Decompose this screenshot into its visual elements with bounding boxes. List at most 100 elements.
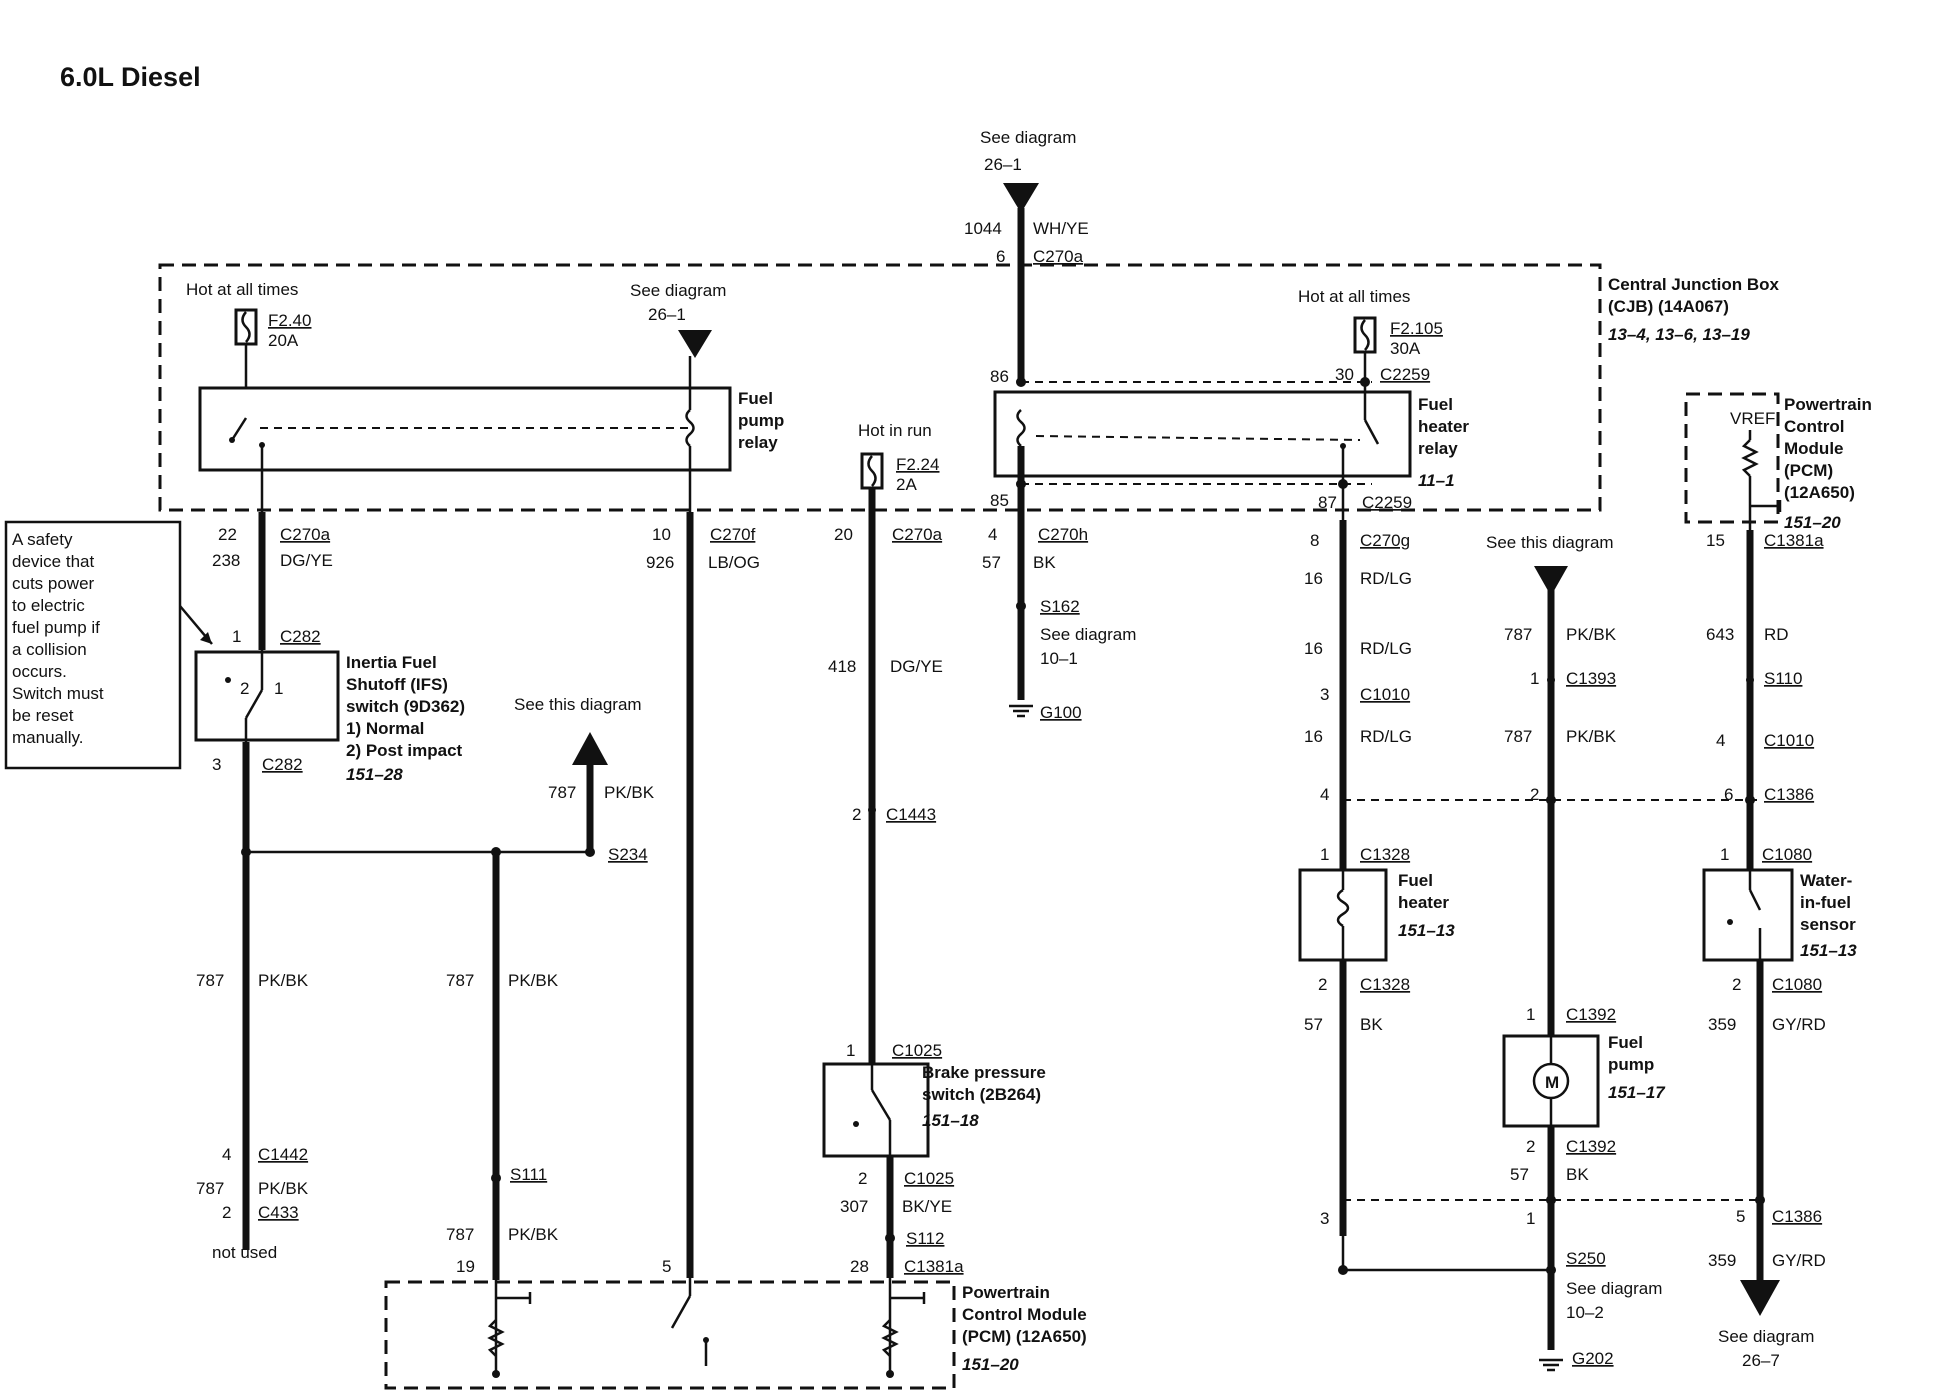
wire1-labels: 22 C270a 238 DG/YE [212,525,333,570]
wire4-labels: 4 C270h 57 BK S162 See diagram 10–1 G100 [982,525,1136,722]
svg-text:RD/LG: RD/LG [1360,727,1412,746]
svg-text:10–1: 10–1 [1040,649,1078,668]
svg-text:C1392: C1392 [1566,1005,1616,1024]
svg-text:See diagram: See diagram [980,128,1076,147]
svg-text:Fuel: Fuel [1398,871,1433,890]
svg-text:S250: S250 [1566,1249,1606,1268]
svg-text:See diagram: See diagram [1040,625,1136,644]
wire5-labels: 8 C270g 16 RD/LG 16 RD/LG 3 C1010 16 RD/… [1304,531,1412,746]
svg-text:22: 22 [218,525,237,544]
svg-text:2: 2 [1526,1137,1535,1156]
svg-text:151–28: 151–28 [346,765,403,784]
svg-text:Central Junction Box: Central Junction Box [1608,275,1780,294]
svg-text:relay: relay [1418,439,1458,458]
down-arrow-icon [1740,1280,1780,1316]
fuse-f2-105: Hot at all times F2.105 30A [1298,287,1443,358]
svg-text:2: 2 [240,679,249,698]
cjb-outline [158,263,1602,512]
svg-text:2: 2 [1732,975,1741,994]
svg-text:C1080: C1080 [1762,845,1812,864]
svg-text:C1442: C1442 [258,1145,308,1164]
svg-text:BK/YE: BK/YE [902,1197,952,1216]
svg-text:Module: Module [1784,439,1844,458]
svg-text:switch (2B264): switch (2B264) [922,1085,1041,1104]
svg-text:C1393: C1393 [1566,669,1616,688]
brake-labels: 1 C1025 Brake pressure switch (2B264) 15… [840,1041,1046,1276]
svg-text:C1025: C1025 [892,1041,942,1060]
svg-text:20: 20 [834,525,853,544]
fuse-f2-40: Hot at all times F2.40 20A [186,280,311,350]
svg-text:GY/RD: GY/RD [1772,1251,1826,1270]
svg-text:1: 1 [1526,1005,1535,1024]
svg-text:WH/YE: WH/YE [1033,219,1089,238]
svg-text:3: 3 [212,755,221,774]
svg-text:C1080: C1080 [1772,975,1822,994]
svg-text:DG/YE: DG/YE [280,551,333,570]
svg-text:Control: Control [1784,417,1844,436]
svg-text:BK: BK [1360,1015,1383,1034]
svg-text:C1381a: C1381a [904,1257,964,1276]
ground-icon [1539,1358,1563,1372]
svg-text:C270g: C270g [1360,531,1410,550]
svg-text:PK/BK: PK/BK [258,1179,309,1198]
svg-text:relay: relay [738,433,778,452]
svg-text:Fuel: Fuel [1418,395,1453,414]
svg-text:2: 2 [222,1203,231,1222]
wire2-labels: 10 C270f 926 LB/OG [646,525,760,572]
svg-text:in-fuel: in-fuel [1800,893,1851,912]
svg-text:C270f: C270f [710,525,756,544]
ifs-labels: 1 C282 2 1 3 C282 Inertia Fuel Shutoff (… [212,627,465,784]
connector-arrow-icon [1003,183,1039,213]
pcm-right-internals [1741,430,1782,530]
svg-text:57: 57 [1510,1165,1529,1184]
svg-text:Inertia Fuel: Inertia Fuel [346,653,437,672]
svg-text:S234: S234 [608,845,648,864]
svg-text:Switch must: Switch must [12,684,104,703]
svg-text:926: 926 [646,553,674,572]
svg-text:not used: not used [212,1243,277,1262]
svg-text:Brake pressure: Brake pressure [922,1063,1046,1082]
svg-text:2A: 2A [896,475,917,494]
svg-text:787: 787 [548,783,576,802]
svg-text:Control Module: Control Module [962,1305,1087,1324]
svg-text:C1381a: C1381a [1764,531,1824,550]
svg-text:19: 19 [456,1257,475,1276]
svg-text:PK/BK: PK/BK [508,971,559,990]
svg-text:151–20: 151–20 [962,1355,1019,1374]
svg-text:(CJB) (14A067): (CJB) (14A067) [1608,297,1729,316]
svg-text:See this diagram: See this diagram [1486,533,1614,552]
svg-text:C1392: C1392 [1566,1137,1616,1156]
svg-text:2: 2 [852,805,861,824]
water-in-fuel-sensor [1702,868,1794,962]
svg-text:15: 15 [1706,531,1725,550]
svg-text:1: 1 [1720,845,1729,864]
svg-text:fuel pump if: fuel pump if [12,618,100,637]
fuel-heater-relay [993,390,1412,478]
svg-text:C282: C282 [262,755,303,774]
pcm-bottom-label: Powertrain Control Module (PCM) (12A650)… [962,1283,1087,1374]
svg-text:pump: pump [738,411,784,430]
svg-text:PK/BK: PK/BK [508,1225,559,1244]
pump-labels: See this diagram 787 PK/BK 1 C1393 787 P… [1486,533,1666,1368]
svg-text:S162: S162 [1040,597,1080,616]
fuel-heater-relay-label: Fuel heater relay 11–1 86 30 C2259 85 87… [990,365,1469,512]
svg-text:151–13: 151–13 [1398,921,1455,940]
pcm-right [1684,392,1780,524]
fuel-pump-relay-label: Fuel pump relay [738,389,784,452]
pcm-bottom [384,1280,956,1390]
svg-text:16: 16 [1304,727,1323,746]
ground-icon [1009,704,1033,718]
svg-text:787: 787 [446,1225,474,1244]
svg-text:Fuel: Fuel [738,389,773,408]
svg-text:(PCM) (12A650): (PCM) (12A650) [962,1327,1087,1346]
svg-text:787: 787 [196,1179,224,1198]
svg-text:26–7: 26–7 [1742,1351,1780,1370]
svg-text:1: 1 [232,627,241,646]
svg-text:a collision: a collision [12,640,87,659]
mid-lower-labels: 787 PK/BK S111 787 PK/BK 19 [446,971,559,1276]
svg-text:418: 418 [828,657,856,676]
svg-text:pump: pump [1608,1055,1654,1074]
svg-text:manually.: manually. [12,728,84,747]
svg-text:C1010: C1010 [1360,685,1410,704]
up-arrow-icon [572,732,608,765]
